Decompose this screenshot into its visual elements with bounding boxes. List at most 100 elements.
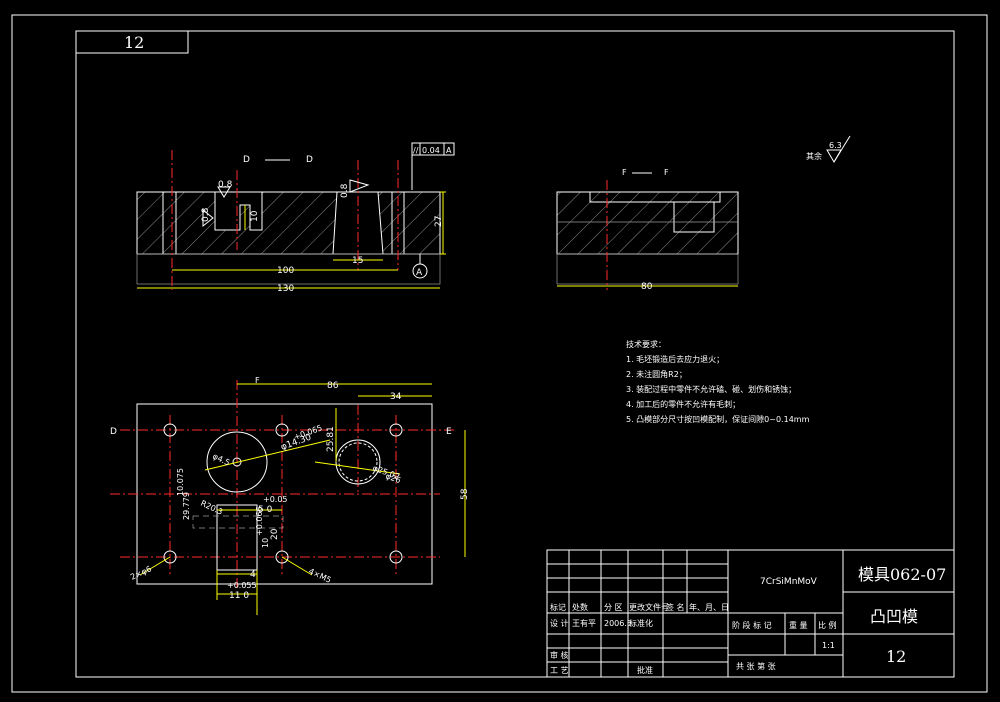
punch-circle <box>206 431 268 493</box>
tech-item-5: 5. 凸模部分尺寸按凹模配制，保证间隙0~0.14mm <box>626 414 810 424</box>
tech-item-3: 3. 装配过程中零件不允许磕、碰、划伤和锈蚀； <box>626 384 796 394</box>
surface-roughness-rest: 其余 6.3 <box>806 135 851 163</box>
inner-width-text: 100 <box>277 266 294 276</box>
dim-10-075-text: 10.075 <box>176 468 185 496</box>
holes-right-callout: 4×M5 <box>307 567 332 585</box>
hole-top-left <box>163 423 177 437</box>
slot-depth-text: 10 <box>250 210 260 222</box>
title-block: 7CrSiMnMoV 模具062-07 凸凹模 12 标记 处数 分 区 更改文… <box>546 549 955 678</box>
number-box-text: 12 <box>124 33 144 52</box>
header-col-6: 年、月、日 <box>689 602 729 612</box>
dim-phi45-text: φ4.5 <box>211 452 231 468</box>
plan-mark-e: E <box>446 427 452 437</box>
roughness-rest-label: 其余 <box>806 151 822 161</box>
dim-4-text: 4 <box>250 570 256 580</box>
design-label: 设 计 <box>550 618 569 628</box>
dim-tol05-text: +0.05 <box>263 495 288 504</box>
header-col-2: 处数 <box>572 602 588 612</box>
roughness-3-text: 0.8 <box>340 183 350 198</box>
dim-20-text: 20 <box>270 528 280 540</box>
dim-tol055-text: +0.055 <box>227 581 257 590</box>
process-label: 工 艺 <box>550 666 569 675</box>
slot-cut <box>214 191 263 231</box>
plan-view: D E F 86 34 58 25.81 φ14.30 +0.065 <box>110 376 470 615</box>
scale-label: 比 例 <box>818 620 837 630</box>
tech-requirements: 技术要求： 1. 毛坯锻造后去应力退火； 2. 未注圆角R2； 3. 装配过程中… <box>626 339 810 424</box>
dim-25-81-text: 25.81 <box>326 426 336 452</box>
die-bore-inner <box>338 442 378 482</box>
design-std: 标准化 <box>629 618 653 628</box>
roughness-1-text: 0.8 <box>218 180 233 190</box>
tech-item-2: 2. 未注圆角R2； <box>626 369 687 379</box>
material-text: 7CrSiMnMoV <box>760 577 818 587</box>
scale-value: 1:1 <box>822 641 835 650</box>
section-label-right: D <box>306 155 313 165</box>
inner-border <box>75 30 955 678</box>
tolerance-datum: A <box>446 146 452 155</box>
front-dim-zone <box>136 253 441 285</box>
design-name: 王有平 <box>572 618 596 628</box>
side-view-mark-right: F <box>664 168 669 177</box>
hole-bottom-right <box>389 550 403 564</box>
roughness-mark-3 <box>349 179 370 193</box>
tech-item-1: 1. 毛坯锻造后去应力退火； <box>626 354 724 364</box>
plan-mark-f: F <box>255 376 260 385</box>
header-col-4: 更改文件号 <box>629 602 669 612</box>
tolerance-value: 0.04 <box>422 146 440 155</box>
roughness-rest-value: 6.3 <box>829 141 842 150</box>
tech-heading: 技术要求： <box>626 339 666 349</box>
side-top-groove <box>589 191 721 203</box>
datum-a-text: A <box>416 268 423 278</box>
stage-label: 阶 段 标 记 <box>732 620 772 630</box>
header-col-3: 分 区 <box>604 603 623 612</box>
header-col-5: 签 名 <box>666 602 685 612</box>
side-width-text: 80 <box>641 282 653 292</box>
design-date: 2006.5 <box>604 619 632 628</box>
side-dim-zone <box>556 253 739 285</box>
height-dim-text: 27 <box>434 216 444 227</box>
number-box <box>75 30 189 54</box>
dim-50-text: 5 0 <box>258 505 273 515</box>
dim-86-text: 86 <box>327 381 339 391</box>
side-view-mark-left: F <box>622 168 627 177</box>
dim-34-text: 34 <box>390 392 402 402</box>
tech-item-4: 4. 加工后的零件不允许有毛刺； <box>626 399 740 409</box>
roughness-mark-1 <box>217 186 231 198</box>
dim-29-779-text: 29.779 <box>182 492 191 520</box>
front-section-view: D D 0.8 0.8 0.8 10 // 0.04 A 27 A 15 <box>136 142 455 294</box>
part-name-text: 凸凹模 <box>870 607 918 626</box>
header-col-1: 标记 <box>550 602 566 612</box>
drawing-code-text: 模具062-07 <box>858 565 946 584</box>
approve-label: 批准 <box>637 665 653 675</box>
roughness-mark-2 <box>202 208 214 228</box>
weight-label: 重 量 <box>789 620 808 630</box>
tolerance-symbol: // <box>413 146 419 155</box>
dim-r20-text: R20.3 <box>199 499 224 517</box>
outer-border <box>11 14 988 693</box>
dim-58-text: 58 <box>460 488 470 500</box>
datum-a-circle <box>412 263 428 279</box>
hole-top-right <box>389 423 403 437</box>
dim-tol066-text: +0.066 <box>255 506 264 536</box>
dim-10-text: 10 <box>261 538 270 548</box>
bore-dim-text: 15 <box>352 256 363 266</box>
rect-punch <box>216 504 258 571</box>
dim-11-text: 11 0 <box>229 591 249 601</box>
hole-top-mid <box>275 423 289 437</box>
section-label-left: D <box>243 155 250 165</box>
side-pocket <box>673 201 715 233</box>
side-body <box>556 191 739 255</box>
front-body <box>136 191 441 255</box>
side-section-view: F F 80 <box>556 168 739 292</box>
holes-left-callout: 2×φ6 <box>129 564 153 582</box>
sheets-label: 共 张 第 张 <box>736 661 776 671</box>
hole-bottom-mid <box>275 550 289 564</box>
tolerance-frame <box>411 142 455 156</box>
sheet-number-text: 12 <box>886 647 906 666</box>
plan-mark-d: D <box>110 427 117 437</box>
hole-bottom-left <box>163 550 177 564</box>
overall-width-text: 130 <box>277 284 294 294</box>
review-label: 审 核 <box>550 650 569 660</box>
roughness-2-text: 0.8 <box>201 207 211 222</box>
